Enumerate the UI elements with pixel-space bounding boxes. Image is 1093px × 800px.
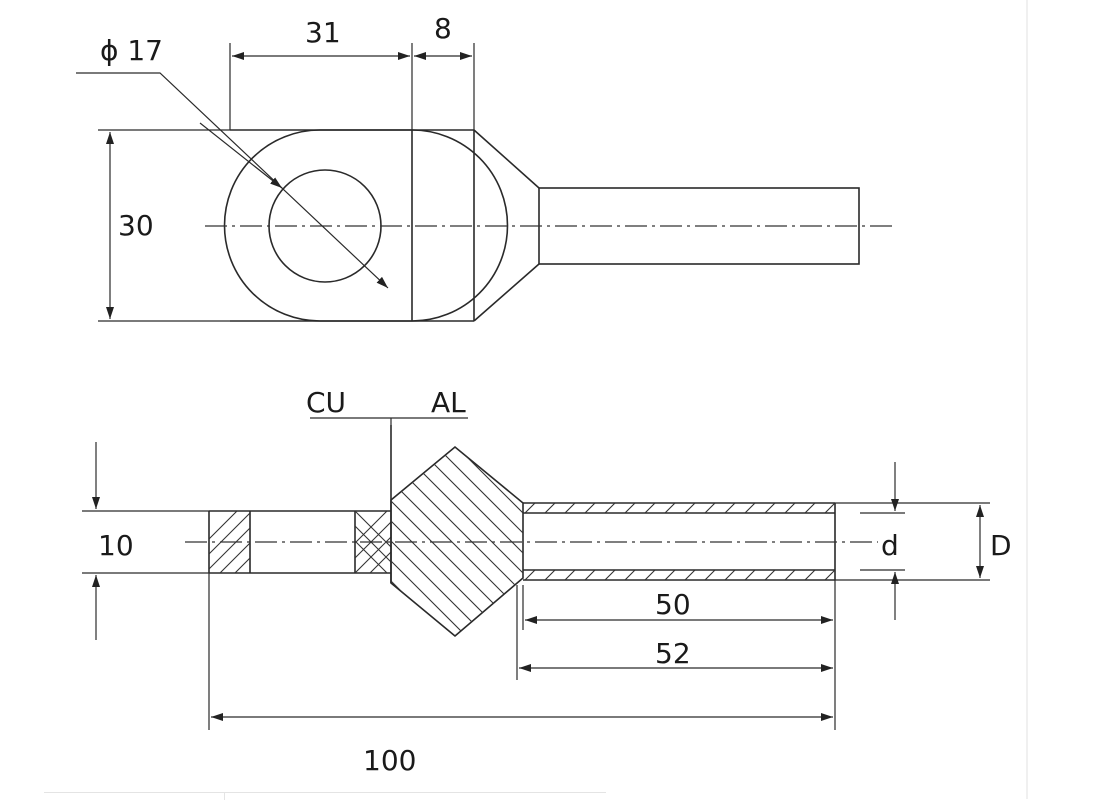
sleeve-hatch-top bbox=[524, 503, 835, 513]
diameter-leader bbox=[76, 72, 389, 289]
cu-al-leader bbox=[310, 417, 468, 425]
al-label: AL bbox=[431, 386, 466, 419]
side-view: CU AL 10 d D 50 52 100 bbox=[82, 386, 1012, 777]
sleeve-outline bbox=[523, 502, 836, 581]
page-edge-line bbox=[1026, 0, 1028, 799]
taper-outline bbox=[473, 129, 540, 322]
extension-lines-top bbox=[98, 43, 475, 322]
al-body-hatch bbox=[391, 447, 523, 636]
diameter-label: ϕ 17 bbox=[100, 34, 163, 67]
lug-plate-corners bbox=[230, 129, 474, 322]
dim-52-label: 52 bbox=[655, 637, 691, 670]
table-edge bbox=[44, 792, 606, 800]
cu-label: CU bbox=[306, 386, 346, 419]
al-body-outline bbox=[390, 445, 524, 638]
plate-outline bbox=[208, 510, 391, 574]
dim-8-label: 8 bbox=[434, 12, 452, 45]
extension-lines-side bbox=[82, 502, 990, 730]
dim-50-label: 50 bbox=[655, 588, 691, 621]
top-view: ϕ 17 31 8 30 bbox=[76, 12, 892, 322]
sleeve-hatch-bottom bbox=[524, 570, 835, 580]
dim-31-label: 31 bbox=[305, 16, 341, 49]
dim-10-label: 10 bbox=[98, 529, 134, 562]
dim-d-label: d bbox=[881, 529, 899, 562]
dim-100-label: 100 bbox=[363, 744, 416, 777]
dim-30-label: 30 bbox=[118, 209, 154, 242]
dim-D-label: D bbox=[990, 529, 1012, 562]
